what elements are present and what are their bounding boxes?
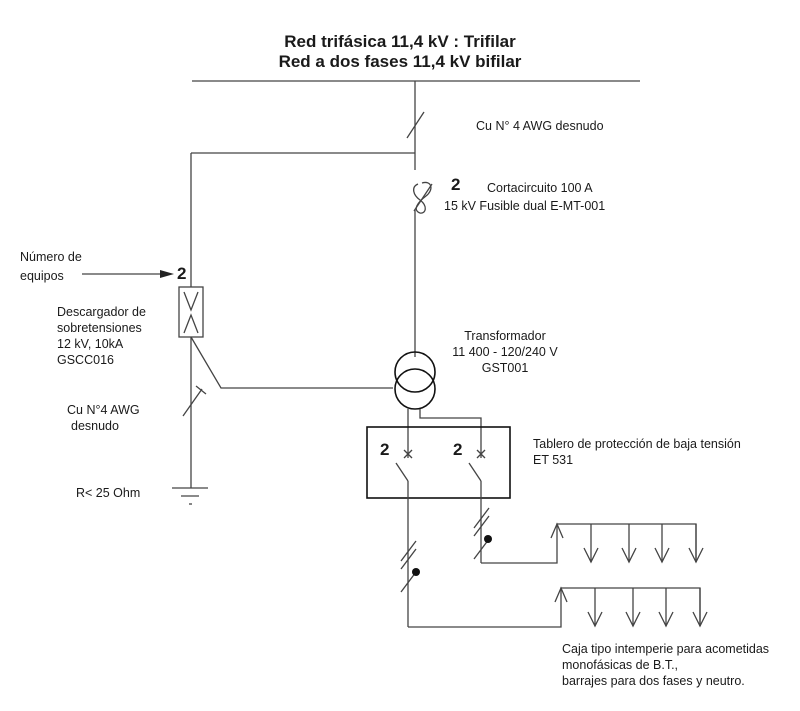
- breaker-1-symbol: [395, 449, 413, 482]
- service-drops-upper: [583, 524, 704, 564]
- transformer-symbol: [394, 351, 436, 410]
- service-box-label-line1: Caja tipo intemperie para acometidas: [562, 642, 770, 656]
- ground-conductor-mark: [182, 385, 207, 417]
- arrester-up-chevron: [183, 313, 199, 334]
- breaker-1-quantity: 2: [380, 440, 390, 459]
- diagram-title-line2: Red a dos fases 11,4 kV bifilar: [278, 52, 522, 71]
- lv-panel-label-line1: Tablero de protección de baja tensión: [533, 437, 741, 451]
- fuse-cutout-symbol: [413, 181, 433, 214]
- arrester-label-line2: sobretensiones: [57, 321, 142, 335]
- busbar-upper-in-arrow: [550, 522, 564, 539]
- lv-phase2-line: [419, 409, 482, 458]
- arrester-label-line1: Descargador de: [57, 305, 146, 319]
- lv-protection-panel: [366, 426, 511, 499]
- ground-resistance-label: R< 25 Ohm: [76, 486, 141, 500]
- arrester-label-line3: 12 kV, 10kA: [57, 337, 124, 351]
- diagram-title-line1: Red trifásica 11,4 kV : Trifilar: [284, 32, 516, 51]
- service-drops-lower: [587, 588, 708, 628]
- arrester-down-chevron: [183, 291, 199, 312]
- surge-arrester-symbol: [178, 286, 204, 338]
- arrester-label-line4: GSCC016: [57, 353, 114, 367]
- service-box-label-line2: monofásicas de B.T.,: [562, 658, 679, 672]
- breaker-2-symbol: [468, 449, 486, 482]
- arrow-head-icon: [160, 270, 174, 278]
- arrester-transformer-bond-line: [190, 336, 393, 389]
- equipment-count-label-line2: equipos: [20, 269, 64, 283]
- transformer-label-line1: Transformador: [464, 329, 546, 343]
- conductor-slash-mark: [406, 111, 425, 139]
- equipment-count-label-line1: Número de: [20, 250, 82, 264]
- cutout-quantity: 2: [451, 175, 461, 194]
- cutout-label-line2: 15 kV Fusible dual E-MT-001: [444, 199, 606, 213]
- transformer-label-line3: GST001: [481, 361, 529, 375]
- feeder-2-conductor-marks: [473, 507, 492, 560]
- breaker-2-quantity: 2: [453, 440, 463, 459]
- busbar-lower-in-arrow: [554, 586, 568, 603]
- service-box-label-line3: barrajes para dos fases y neutro.: [562, 674, 745, 688]
- ground-conductor-label-line1: Cu N°4 AWG: [67, 403, 140, 417]
- ground-icon: [172, 487, 208, 505]
- feeder-1-conductor-marks: [400, 540, 420, 593]
- lv-panel-label-line2: ET 531: [533, 453, 574, 467]
- top-conductor-label: Cu N° 4 AWG desnudo: [476, 119, 604, 133]
- cutout-label-line1: Cortacircuito 100 A: [487, 181, 593, 195]
- transformer-label-line2: 11 400 - 120/240 V: [452, 345, 558, 359]
- ground-conductor-label-line2: desnudo: [71, 419, 119, 433]
- arrester-quantity: 2: [177, 264, 187, 283]
- service-busbar-lower: [408, 587, 701, 628]
